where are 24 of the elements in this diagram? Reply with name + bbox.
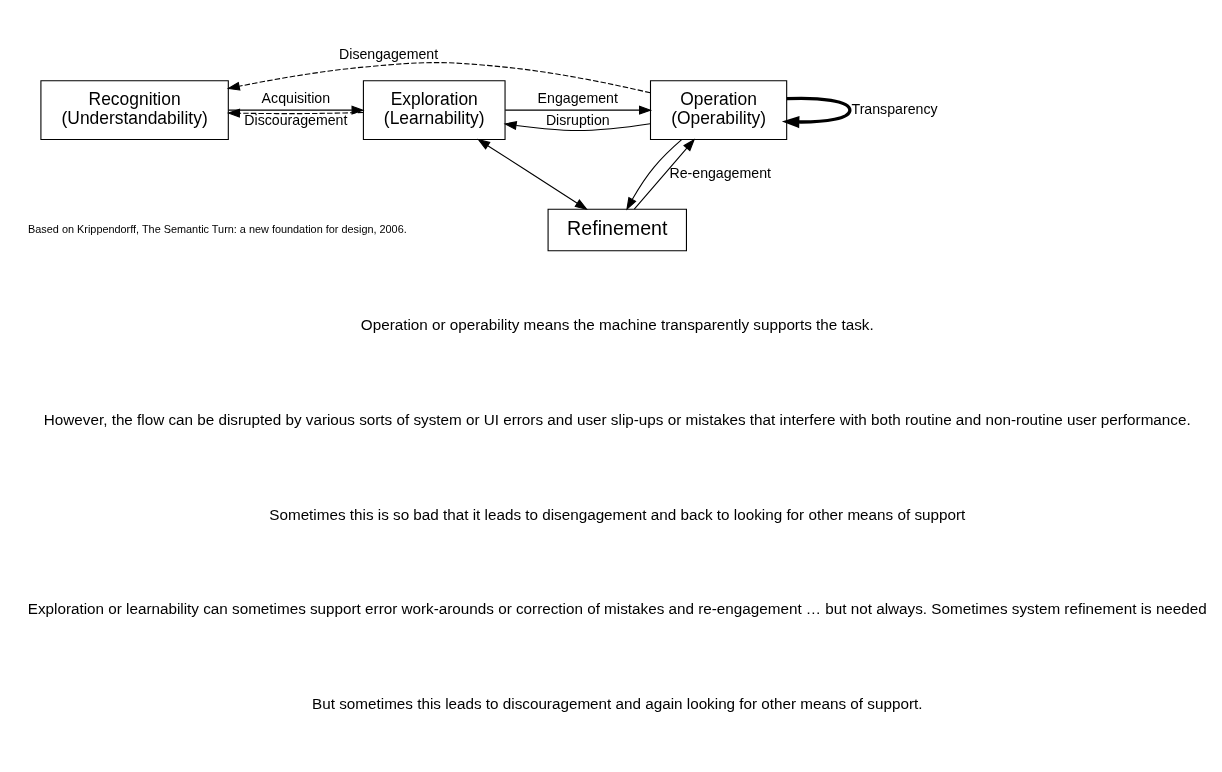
edge-label: Engagement — [537, 89, 618, 106]
edge-label: Re-engagement — [669, 165, 771, 182]
node-box: Exploration (Learnability) — [362, 80, 506, 141]
label: But sometimes this leads to discouragement and again looking for other means of support. — [312, 695, 923, 713]
edge-label: Disruption — [545, 111, 610, 128]
arrow — [503, 120, 651, 132]
label: Exploration or learnability can sometimes support error work-arounds or correction of mistakes and re-engagement … but not always. Sometimes system refinement is needed — [27, 600, 1207, 618]
arrow — [633, 138, 696, 210]
label: Operation or operability means the machine transparently supports the task. — [360, 315, 874, 333]
label: Based on Krippendorff, The Semantic Turn: a new foundation for design, 2006. — [28, 222, 407, 235]
arrow — [504, 105, 653, 115]
node-box: Recognition (Understandability) — [40, 80, 229, 141]
label: Sometimes this is so bad that it leads to disengagement and back to looking for other means of support — [269, 505, 966, 523]
node-box: Refinement — [547, 208, 687, 252]
arrow — [477, 138, 588, 211]
node-box: Operation (Operability) — [649, 80, 788, 141]
edge-label: Discouragement — [244, 111, 348, 128]
edge-label: Transparency — [851, 100, 938, 117]
edge-label: Disengagement — [339, 45, 439, 62]
edge-label: Acquisition — [261, 89, 331, 106]
arrow — [626, 139, 683, 211]
arrow — [226, 62, 651, 94]
arrow — [781, 96, 852, 129]
label: However, the flow can be disrupted by various sorts of system or UI errors and user slip-ups or mistakes that interfere with both routine and non-routine user performance. — [43, 410, 1191, 428]
